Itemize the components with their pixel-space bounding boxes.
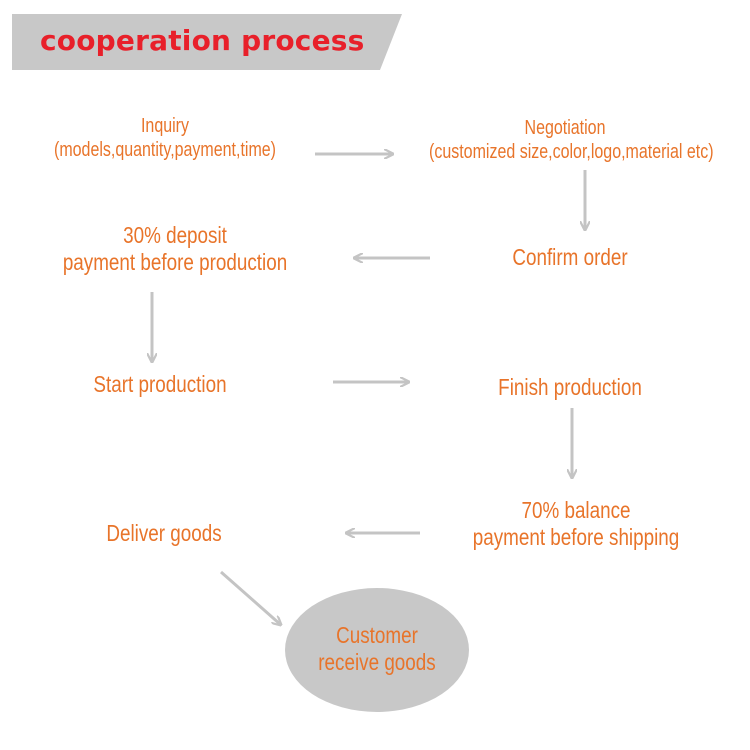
step-confirm-order: Confirm order (480, 244, 660, 271)
step-inquiry-title: Inquiry (140, 115, 190, 137)
step-customer-receive-title: Customer (336, 622, 418, 648)
step-confirm-order-title: Confirm order (512, 244, 628, 270)
step-negotiation-title: Negotiation (524, 117, 606, 139)
step-balance-title: 70% balance (521, 497, 631, 523)
step-finish-production: Finish production (472, 374, 669, 401)
step-deposit-title: 30% deposit (123, 222, 227, 248)
step-balance-detail: payment before shipping (472, 524, 680, 550)
step-deposit: 30% deposit payment before production (44, 222, 306, 276)
step-inquiry-detail: (models,quantity,payment,time) (53, 139, 277, 161)
step-deposit-detail: payment before production (62, 249, 288, 275)
arrow-deliver-to-receive (220, 570, 281, 625)
step-negotiation: Negotiation (customized size,color,logo,… (429, 116, 714, 164)
step-finish-production-title: Finish production (498, 374, 642, 400)
receive-goods-ellipse (285, 588, 469, 712)
step-inquiry: Inquiry (models,quantity,payment,time) (45, 114, 285, 162)
step-customer-receive: Customer receive goods (287, 622, 467, 676)
banner-background (12, 14, 402, 70)
step-customer-receive-detail: receive goods (318, 649, 436, 675)
step-start-production: Start production (62, 371, 259, 398)
step-deliver-goods-title: Deliver goods (106, 520, 222, 546)
step-negotiation-detail: (customized size,color,logo,material etc… (429, 141, 714, 163)
page-title: cooperation process (40, 24, 365, 57)
step-balance: 70% balance payment before shipping (445, 497, 707, 551)
step-deliver-goods: Deliver goods (74, 520, 254, 547)
step-start-production-title: Start production (93, 371, 227, 397)
